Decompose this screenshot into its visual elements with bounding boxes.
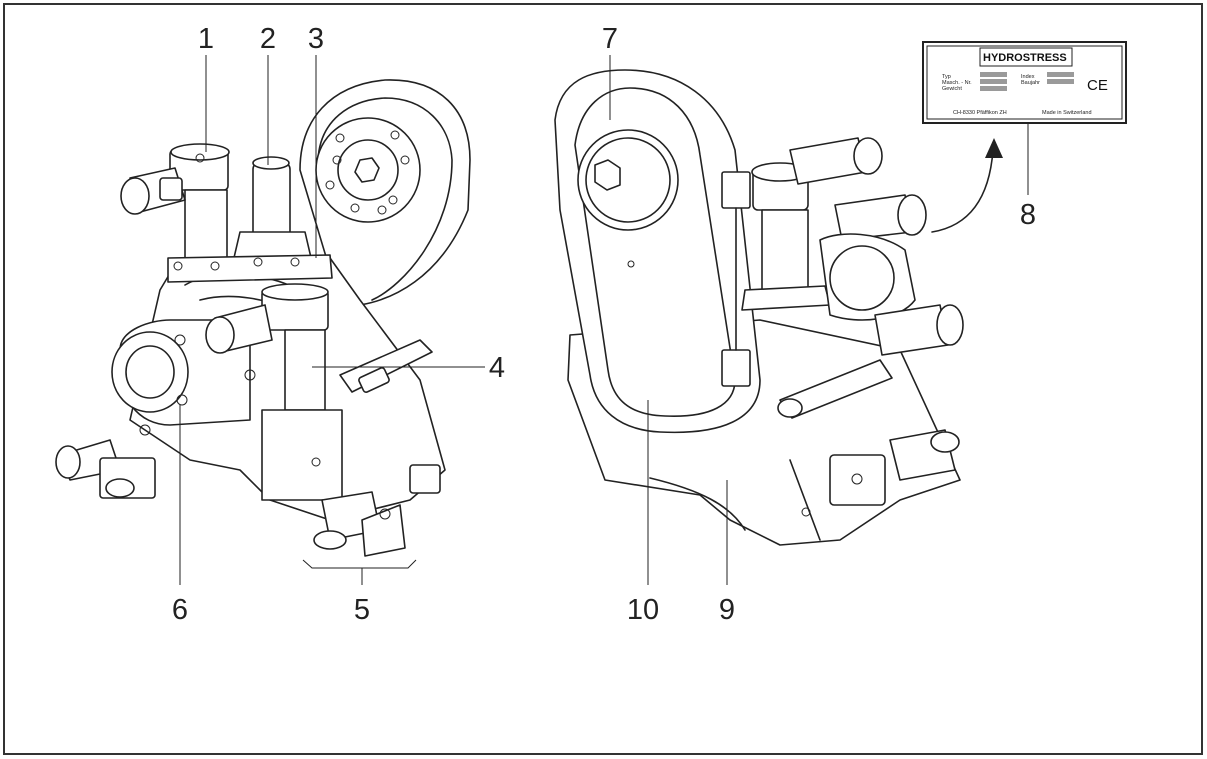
nameplate-masch-label: Masch. - Nr. <box>942 80 972 86</box>
callout-6: 6 <box>172 594 188 626</box>
leader-line-5 <box>302 559 417 569</box>
callout-5: 5 <box>354 594 370 626</box>
callout-7: 7 <box>602 23 618 55</box>
callout-2: 2 <box>260 23 276 55</box>
nameplate-index-label: Index <box>1021 74 1035 80</box>
diagram-frame <box>3 3 1203 755</box>
nameplate-brand: HYDROSTRESS <box>983 52 1067 64</box>
leader-lines <box>179 55 1029 585</box>
nameplate-ce-mark: CE <box>1087 77 1108 94</box>
callout-4: 4 <box>489 352 505 384</box>
nameplate-typ-label: Typ <box>942 74 951 80</box>
nameplate-inner-border <box>926 45 1123 120</box>
callout-3: 3 <box>308 23 324 55</box>
nameplate-field-bar <box>980 86 1007 91</box>
nameplate-field-bar <box>980 72 1007 77</box>
left-machine-illustration <box>55 79 471 557</box>
nameplate-brand-box <box>979 47 1073 67</box>
nameplate-field-bar <box>1047 72 1074 77</box>
nameplate-baujahr-label: Baujahr <box>1021 80 1040 86</box>
callout-10: 10 <box>627 594 659 626</box>
nameplate-made-in: Made in Switzerland <box>1042 110 1092 116</box>
nameplate-field-bar <box>980 79 1007 84</box>
nameplate-arrow <box>931 138 1003 233</box>
callout-1: 1 <box>198 23 214 55</box>
nameplate-field-bar <box>1047 79 1074 84</box>
right-machine-illustration <box>554 69 964 546</box>
callout-9: 9 <box>719 594 735 626</box>
nameplate-address: CH-8330 Pfäffikon ZH <box>953 110 1007 116</box>
callout-8: 8 <box>1020 199 1036 231</box>
nameplate-gewicht-label: Gewicht <box>942 86 962 92</box>
nameplate: HYDROSTRESS Typ Masch. - Nr. Gewicht Ind… <box>922 41 1127 124</box>
